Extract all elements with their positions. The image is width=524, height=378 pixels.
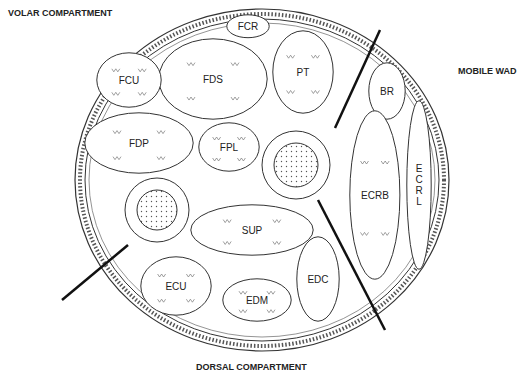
muscle-label: ECU	[165, 281, 186, 292]
fibre-mark	[237, 137, 245, 140]
fibre-mark	[361, 161, 369, 164]
muscle-label: FCU	[119, 75, 140, 86]
muscle-section: ECU	[140, 256, 212, 316]
fibre-mark	[213, 158, 221, 161]
muscle-label: ECRB	[361, 190, 389, 201]
muscle-section: FDS	[158, 38, 268, 120]
compartment-label: MOBILE WAD	[458, 66, 517, 76]
muscle-section: FCU	[96, 52, 162, 108]
fibre-mark	[311, 55, 319, 58]
fascia-outline	[85, 19, 439, 341]
fibre-mark	[273, 220, 281, 223]
fibre-mark	[237, 158, 245, 161]
fascia-inner	[89, 23, 435, 337]
muscle-section: FDP	[84, 112, 194, 174]
muscle-shape	[97, 53, 161, 107]
compartment-divider	[62, 245, 128, 300]
fibre-mark	[223, 220, 231, 223]
fibre-mark	[287, 90, 295, 93]
muscle-section: EDC	[296, 236, 340, 322]
fibre-mark	[157, 157, 165, 160]
fibre-mark	[311, 90, 319, 93]
ulna-periosteum	[125, 178, 189, 242]
compartment-label: VOLAR COMPARTMENT	[8, 8, 112, 18]
fibre-mark	[112, 69, 120, 72]
fibre-mark	[239, 291, 247, 294]
muscle-shape	[350, 111, 400, 279]
muscle-section: FCR	[226, 14, 270, 39]
muscle-shape	[223, 279, 291, 321]
fibre-mark	[187, 63, 195, 66]
fibre-mark	[187, 97, 195, 100]
subcutaneous-band	[80, 14, 444, 346]
muscle-section: FPL	[198, 122, 260, 172]
radius-periosteum	[262, 131, 330, 199]
fibre-mark	[113, 131, 121, 134]
fibre-mark	[113, 157, 121, 160]
fibre-mark	[112, 92, 120, 95]
muscle-label: PT	[297, 67, 310, 78]
muscle-section: EDM	[222, 278, 292, 322]
fibre-mark	[361, 232, 369, 235]
fibre-mark	[138, 69, 146, 72]
muscle-label: FDP	[129, 138, 149, 149]
muscle-shape	[227, 15, 269, 38]
muscle-shape	[159, 39, 267, 119]
muscle-label: EDC	[307, 274, 328, 285]
muscle-shape	[297, 237, 339, 321]
ulna-bone	[137, 190, 177, 230]
skin-outline	[75, 9, 449, 351]
fibre-mark	[158, 274, 166, 277]
muscle-shape	[141, 257, 211, 315]
fibre-mark	[158, 299, 166, 302]
muscle-shape	[407, 101, 431, 269]
muscle-shape	[191, 205, 313, 255]
muscle-label: ECRL	[414, 163, 424, 207]
radius-bone	[274, 143, 318, 187]
fibre-mark	[213, 137, 221, 140]
muscle-label: BR	[380, 86, 394, 97]
muscle-section: PT	[272, 30, 334, 114]
fibre-mark	[267, 291, 275, 294]
fibre-mark	[231, 63, 239, 66]
fibre-mark	[267, 310, 275, 313]
muscle-section: ECRB	[349, 110, 401, 280]
muscle-shape	[199, 123, 259, 171]
muscle-shape	[85, 113, 193, 173]
muscle-label: FPL	[220, 142, 238, 153]
fibre-mark	[186, 299, 194, 302]
muscle-section: SUP	[190, 204, 314, 256]
muscle-label: SUP	[242, 225, 263, 236]
fibre-mark	[273, 241, 281, 244]
fibre-mark	[287, 55, 295, 58]
muscle-label: FDS	[203, 74, 223, 85]
compartment-label: DORSAL COMPARTMENT	[196, 362, 307, 372]
muscle-label: FCR	[238, 21, 259, 32]
fibre-mark	[381, 232, 389, 235]
muscle-shape	[273, 31, 333, 113]
muscle-section: ECRL	[406, 100, 432, 270]
fibre-mark	[223, 241, 231, 244]
fibre-mark	[186, 274, 194, 277]
fibre-mark	[157, 131, 165, 134]
muscle-label: EDM	[246, 295, 268, 306]
fibre-mark	[138, 92, 146, 95]
fibre-mark	[231, 97, 239, 100]
fibre-mark	[381, 161, 389, 164]
fibre-mark	[239, 310, 247, 313]
